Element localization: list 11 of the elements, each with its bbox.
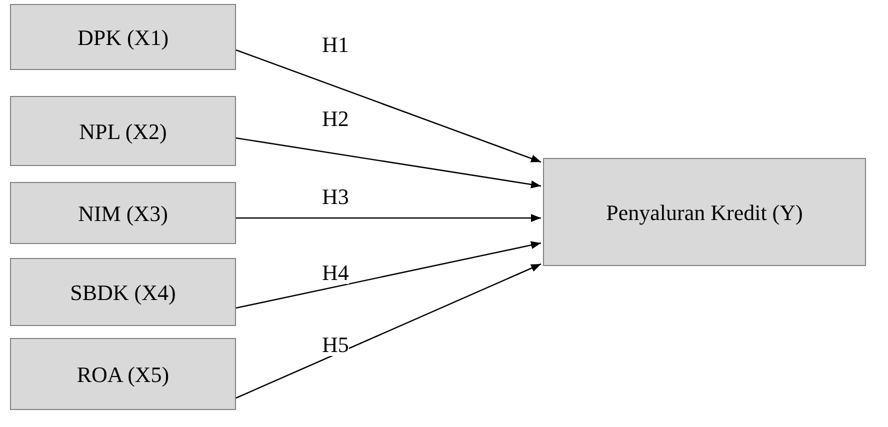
arrow	[236, 49, 542, 163]
variable-box: DPK (X1)	[10, 4, 236, 70]
variable-box: NIM (X3)	[10, 182, 236, 244]
arrow	[236, 241, 542, 309]
variable-box: SBDK (X4)	[10, 258, 236, 326]
arrow	[236, 214, 541, 222]
variable-box: ROA (X5)	[10, 338, 236, 410]
arrow	[236, 263, 542, 399]
variable-box: Penyaluran Kredit (Y)	[543, 158, 866, 266]
arrow	[236, 137, 542, 188]
variable-box: NPL (X2)	[10, 96, 236, 166]
